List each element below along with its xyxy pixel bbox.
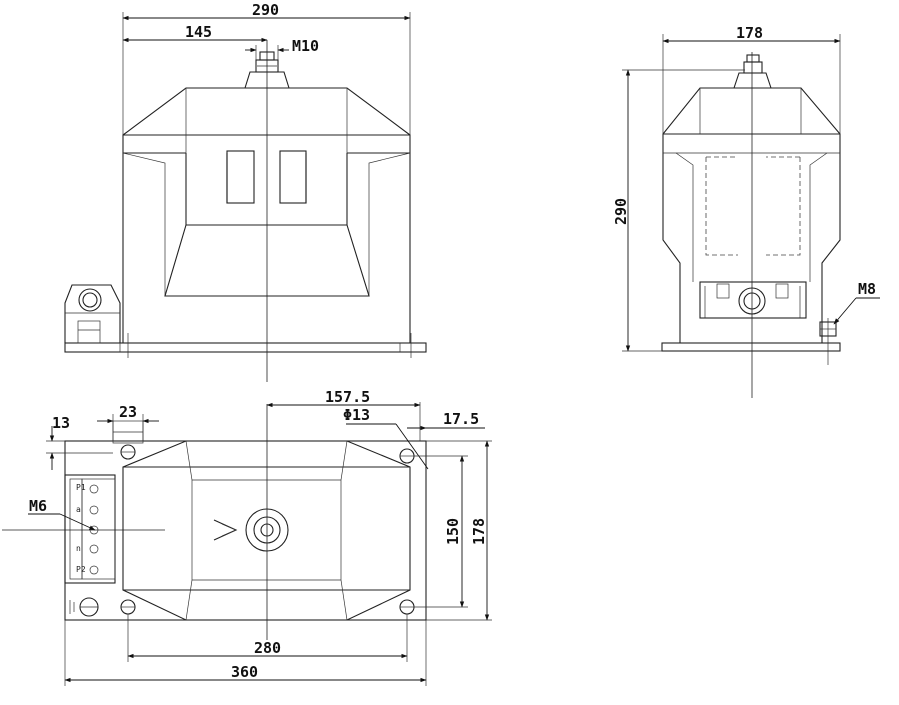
front-lower-body [122, 134, 411, 343]
side-top-bolt [733, 54, 772, 89]
terminal-mark: a [76, 505, 81, 514]
label-top-bolt: M10 [292, 37, 319, 55]
dim-hole-spacing: 150 [444, 518, 462, 545]
side-body [662, 87, 841, 343]
label-ground-bolt: M8 [858, 280, 876, 298]
terminal-mark: P2 [76, 565, 86, 574]
side-terminal-block [699, 281, 807, 319]
label-hole-diameter: Φ13 [343, 406, 370, 424]
front-view: 290 145 M10 [64, 1, 427, 382]
flow-arrow-icon [213, 519, 238, 541]
side-view: 178 290 M8 [612, 24, 880, 398]
mounting-holes [120, 444, 415, 615]
dim-plan-offset: 157.5 [325, 388, 370, 406]
dim-mount-spacing: 280 [254, 639, 281, 657]
dim-edge-offset: 17.5 [443, 410, 479, 428]
front-base-plate [64, 342, 427, 353]
terminal-mark: n [76, 544, 81, 553]
dim-side-width: 178 [736, 24, 763, 42]
front-terminal-box [64, 284, 121, 344]
side-base-plate [661, 342, 841, 352]
dim-side-height: 290 [612, 198, 630, 225]
plan-terminal-block: P1 a n P2 [64, 474, 116, 584]
front-upper-head [122, 87, 411, 136]
dim-front-half: 145 [185, 23, 212, 41]
dim-front-width: 290 [252, 1, 279, 19]
side-ground-bolt [819, 318, 837, 365]
plan-view: P1 a n P2 157.5 Φ13 17.5 13 23 [2, 388, 492, 686]
terminal-mark: P1 [76, 483, 86, 492]
plan-body [122, 440, 411, 621]
dim-plan-left-edge: 13 [52, 414, 70, 432]
dim-plan-terminal-width: 23 [119, 403, 137, 421]
label-terminal-bolt: M6 [29, 497, 47, 515]
dim-overall-length: 360 [231, 663, 258, 681]
dim-plan-depth: 178 [470, 518, 488, 545]
